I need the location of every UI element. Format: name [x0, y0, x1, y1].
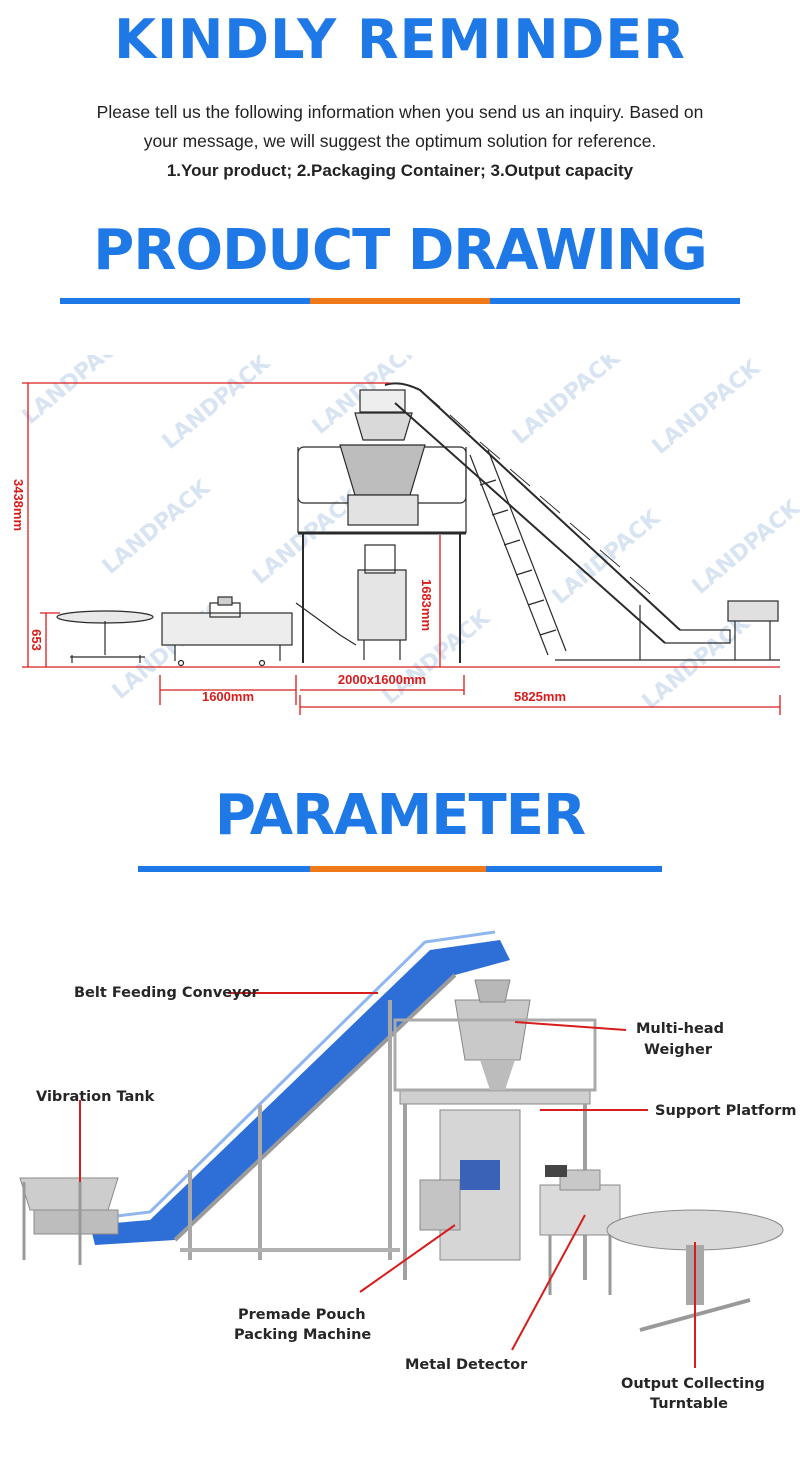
label-premade-pouch-2: Packing Machine	[234, 1327, 372, 1343]
svg-text:LANDPACK: LANDPACK	[648, 355, 766, 460]
pouch-packing-machine-illustration	[419, 1109, 521, 1261]
machine-photo	[19, 930, 784, 1368]
svg-text:LANDPACK: LANDPACK	[158, 355, 276, 455]
product-drawing: LANDPACK LANDPACK LANDPACK LANDPACK LAND…	[11, 355, 800, 715]
dim-total-height: 3438mm	[11, 479, 26, 531]
dim-detector-length: 1600mm	[202, 689, 254, 704]
machine-outline	[56, 382, 780, 667]
label-output-turntable-1: Output Collecting	[621, 1376, 765, 1392]
reminder-line-1: Please tell us the following information…	[96, 102, 704, 122]
reminder-title: KINDLY REMINDER	[114, 8, 686, 71]
label-vibration-tank: Vibration Tank	[36, 1089, 155, 1105]
watermark-layer: LANDPACK LANDPACK LANDPACK LANDPACK LAND…	[18, 355, 800, 715]
label-belt-feeding-conveyor: Belt Feeding Conveyor	[74, 985, 259, 1001]
dimension-lines	[22, 382, 781, 715]
label-multihead-weigher-2: Weigher	[644, 1042, 712, 1058]
dim-platform-height: 1683mm	[419, 579, 434, 631]
reminder-checklist: 1.Your product; 2.Packaging Container; 3…	[166, 161, 634, 180]
svg-text:LANDPACK: LANDPACK	[508, 355, 626, 450]
svg-text:LANDPACK: LANDPACK	[18, 355, 136, 430]
platform-weigher-illustration	[393, 979, 597, 1280]
label-output-turntable-2: Turntable	[650, 1396, 728, 1412]
metal-detector-illustration	[539, 1165, 621, 1295]
parameter-title-underline	[138, 866, 662, 872]
label-support-platform: Support Platform	[655, 1103, 797, 1119]
label-premade-pouch-1: Premade Pouch	[238, 1307, 366, 1323]
dim-platform-size: 2000x1600mm	[338, 672, 426, 687]
vibration-tank-illustration	[19, 1177, 119, 1265]
drawing-title: PRODUCT DRAWING	[93, 218, 707, 283]
callout-lines	[79, 992, 696, 1368]
dim-conveyor-length: 5825mm	[514, 689, 566, 704]
svg-text:LANDPACK: LANDPACK	[688, 495, 800, 600]
svg-text:LANDPACK: LANDPACK	[638, 610, 756, 715]
reminder-line-2: your message, we will suggest the optimu…	[143, 131, 657, 151]
parameter-title: PARAMETER	[214, 783, 586, 848]
drawing-title-underline	[60, 298, 740, 304]
label-metal-detector: Metal Detector	[405, 1357, 528, 1373]
label-multihead-weigher-1: Multi-head	[636, 1021, 724, 1037]
svg-text:LANDPACK: LANDPACK	[548, 505, 666, 610]
dim-table-height: 653	[29, 629, 44, 651]
svg-text:LANDPACK: LANDPACK	[98, 475, 216, 580]
